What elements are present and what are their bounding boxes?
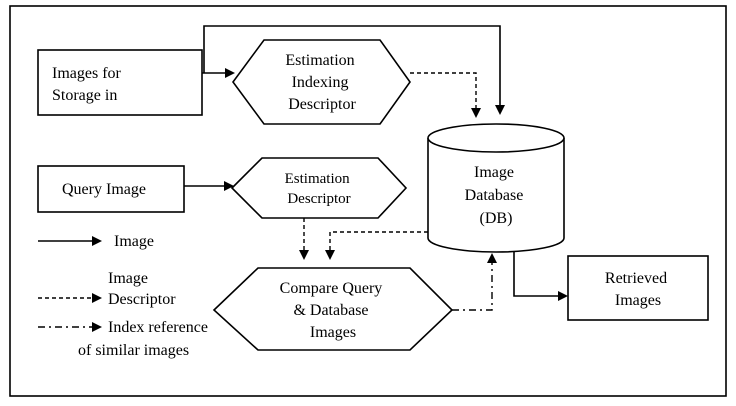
compare-label: Compare Query & Database Images: [280, 280, 387, 341]
arrow-database-to-compare: [325, 231, 428, 260]
arrow-storage-to-database: [203, 25, 505, 115]
legend-index-reference-label: Index reference of similar images: [78, 319, 212, 359]
arrow-database-to-retrieved: [513, 252, 568, 301]
retrieved-images-label: Retrieved Images: [605, 270, 671, 309]
query-image-box: [37, 165, 185, 213]
image-database-label: Image Database (DB): [465, 164, 528, 227]
estimation-indexing-label: Estimation Indexing Descriptor: [285, 52, 358, 113]
estimation-indexing-hexagon: [232, 39, 411, 125]
arrow-compare-to-database: [452, 253, 497, 311]
arrow-indexing-to-database: [410, 72, 481, 118]
estimation-descriptor-label: Estimation Descriptor: [285, 171, 354, 207]
legend-descriptor-label: Image Descriptor: [108, 270, 176, 308]
query-image-label: Query Image: [62, 181, 146, 198]
storage-input-label: Images for Storage in: [52, 65, 125, 104]
retrieved-images-box: [567, 255, 709, 321]
storage-input-box: [37, 49, 203, 116]
image-database-cylinder: [427, 123, 565, 253]
estimation-descriptor-hexagon: [230, 157, 408, 219]
legend-image-label: Image: [114, 233, 154, 250]
